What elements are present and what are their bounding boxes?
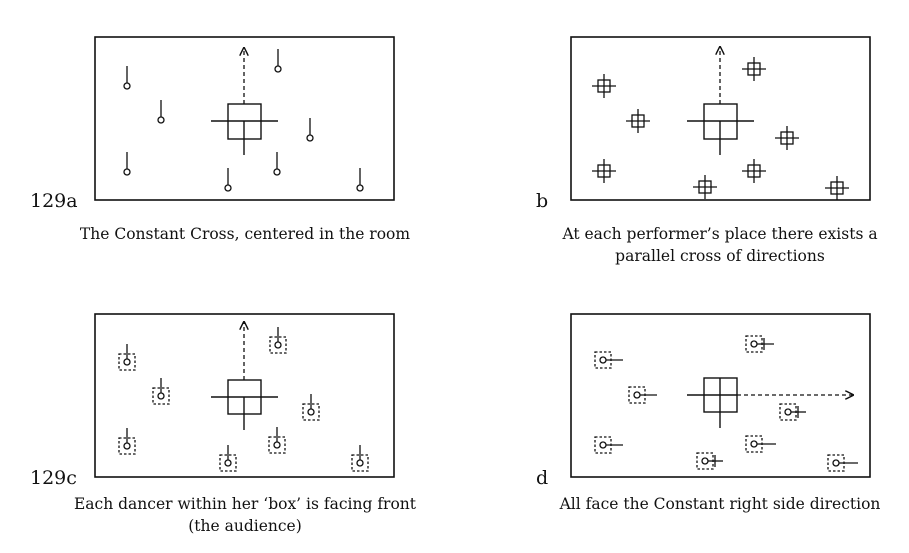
dancer-box-marker [118, 428, 136, 455]
dancer-marker [274, 49, 282, 73]
dancer-circle [274, 65, 282, 73]
dancer-box-marker [594, 436, 623, 454]
caption-line: parallel cross of directions [615, 247, 825, 265]
dancer-circle [123, 82, 131, 90]
dancer-markers [594, 335, 858, 472]
dancer-circle [633, 391, 641, 399]
dancer-box [302, 403, 320, 421]
dancer-marker [157, 100, 165, 124]
caption-a: The Constant Cross, centered in the room [60, 223, 430, 245]
dancer-circle [306, 134, 314, 142]
dancer-circle [832, 459, 840, 467]
panel-d-diagram [570, 313, 871, 478]
caption-line: The Constant Cross, centered in the room [79, 225, 411, 243]
dancer-cross-marker [626, 109, 650, 133]
dancer-cross-marker [742, 57, 766, 81]
dancer-circle [784, 408, 792, 416]
dancer-box-marker [118, 344, 136, 371]
dancer-box [219, 454, 237, 472]
caption-line: At each performer’s place there exists a [562, 225, 878, 243]
constant-cross [211, 322, 278, 430]
dancer-box [152, 387, 170, 405]
dancer-box-marker [827, 454, 858, 472]
room-frame [570, 313, 871, 478]
caption-line: Each dancer within her ‘box’ is facing f… [73, 495, 417, 513]
dancer-cross-marker [742, 159, 766, 183]
dancer-marker [273, 152, 281, 176]
dancer-box-marker [628, 386, 657, 404]
dancer-box-marker [696, 452, 723, 470]
panel-label-d: d [536, 467, 549, 489]
panel-a-diagram [94, 36, 395, 201]
dancer-box-marker [219, 445, 237, 472]
dancer-box-marker [779, 403, 806, 421]
dancer-box-marker [268, 427, 286, 454]
dancer-circle [224, 459, 232, 467]
dancer-markers [123, 49, 364, 192]
dancer-box [118, 353, 136, 371]
constant-cross [211, 48, 278, 155]
dancer-cross-marker [825, 176, 849, 200]
dancer-markers [592, 57, 849, 200]
dancer-box-marker [351, 445, 369, 472]
dancer-box-marker [302, 394, 320, 421]
dancer-circle [701, 457, 709, 465]
dancer-markers [118, 327, 369, 472]
panel-label-c: 129c [30, 467, 77, 489]
room-frame [94, 313, 395, 478]
dancer-box [268, 436, 286, 454]
dancer-circle [307, 408, 315, 416]
dancer-circle [273, 441, 281, 449]
room-frame [94, 36, 395, 201]
dancer-marker [306, 118, 314, 142]
dancer-marker [123, 152, 131, 176]
caption-b: At each performer’s place there exists a… [530, 223, 909, 267]
dancer-box-marker [745, 335, 774, 353]
dancer-circle [750, 340, 758, 348]
dancer-box [118, 437, 136, 455]
dancer-circle [273, 168, 281, 176]
dancer-box-marker [152, 378, 170, 405]
constant-cross [687, 47, 754, 155]
constant-cross [687, 377, 853, 428]
dancer-circle [224, 184, 232, 192]
dancer-marker [224, 168, 232, 192]
dancer-circle [274, 341, 282, 349]
caption-c: Each dancer within her ‘box’ is facing f… [60, 493, 430, 537]
dancer-box-marker [269, 327, 287, 354]
caption-d: All face the Constant right side directi… [530, 493, 909, 515]
dancer-circle [356, 459, 364, 467]
dancer-circle [356, 184, 364, 192]
dancer-circle [157, 116, 165, 124]
dancer-cross-marker [775, 126, 799, 150]
caption-line: (the audience) [188, 517, 302, 535]
panel-label-b: b [536, 190, 549, 212]
dancer-marker [356, 168, 364, 192]
dancer-box-marker [594, 351, 623, 369]
caption-line: All face the Constant right side directi… [559, 495, 881, 513]
panel-b-diagram [570, 36, 871, 201]
dancer-circle [157, 392, 165, 400]
dancer-circle [123, 358, 131, 366]
dancer-cross-marker [592, 74, 616, 98]
panel-label-a: 129a [30, 190, 78, 212]
dancer-circle [123, 442, 131, 450]
dancer-circle [599, 441, 607, 449]
dancer-circle [123, 168, 131, 176]
room-frame [570, 36, 871, 201]
dancer-cross-marker [693, 175, 717, 199]
dancer-cross-marker [592, 159, 616, 183]
dancer-box [269, 336, 287, 354]
panel-c-diagram [94, 313, 395, 478]
dancer-circle [599, 356, 607, 364]
dancer-circle [750, 440, 758, 448]
dancer-box [351, 454, 369, 472]
dancer-marker [123, 66, 131, 90]
dancer-box-marker [745, 435, 776, 453]
